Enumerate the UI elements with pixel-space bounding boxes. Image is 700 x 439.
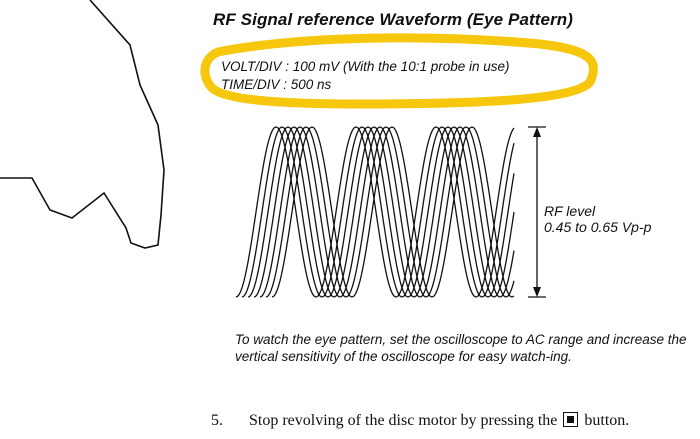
procedure-step: 5. Stop revolving of the disc motor by p…	[211, 412, 629, 430]
step-text-after: button.	[584, 412, 630, 429]
rf-level-range: 0.45 to 0.65 Vp-p	[544, 219, 652, 235]
stop-square-icon	[563, 412, 579, 427]
waveform-trace	[259, 126, 515, 298]
rf-level-annotation: RF level 0.45 to 0.65 Vp-p	[544, 203, 651, 235]
rf-level-arrow	[528, 126, 546, 298]
time-div-setting: TIME/DIV : 500 ns	[221, 77, 332, 92]
rf-level-label: RF level	[544, 203, 596, 219]
waveform-curves	[235, 126, 515, 298]
waveform-trace	[271, 126, 515, 298]
waveform-trace	[265, 126, 515, 298]
eye-pattern-note: To watch the eye pattern, set the oscill…	[235, 332, 687, 364]
waveform-trace	[247, 126, 515, 298]
step-number: 5.	[211, 412, 223, 429]
step-text-before: Stop revolving of the disc motor by pres…	[249, 412, 558, 429]
waveform-trace	[253, 126, 515, 298]
volt-div-setting: VOLT/DIV : 100 mV (With the 10:1 probe i…	[221, 59, 510, 74]
section-title: RF Signal reference Waveform (Eye Patter…	[213, 10, 574, 29]
oscilloscope-settings: VOLT/DIV : 100 mV (With the 10:1 probe i…	[221, 58, 510, 94]
waveform-trace	[241, 126, 515, 298]
